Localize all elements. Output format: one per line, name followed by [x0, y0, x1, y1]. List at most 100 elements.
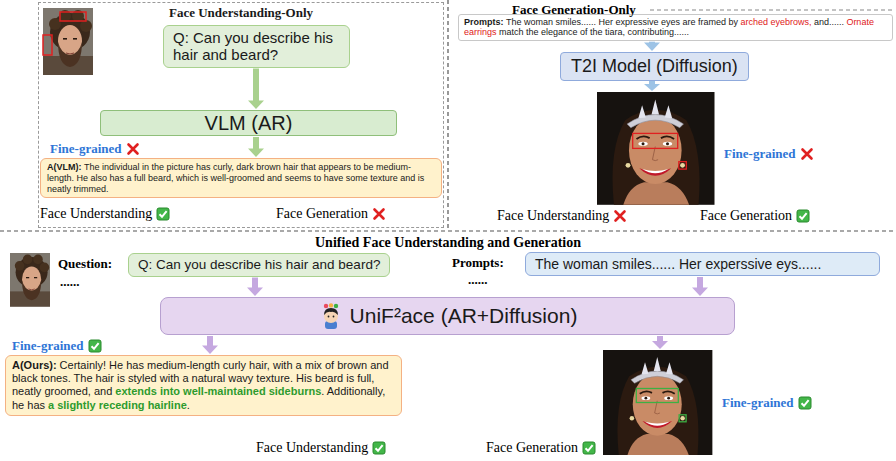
model-box: VLM (AR)	[100, 110, 397, 136]
node-text: The woman smiles...... Her experssive ey…	[535, 256, 870, 272]
arrow-head	[202, 346, 218, 355]
question-box: Q: Can you describe his hair and beard?	[163, 25, 350, 68]
label-text: Face Understanding	[256, 440, 368, 456]
label: Question:	[58, 256, 112, 272]
mascot-dot	[328, 303, 332, 307]
cross-icon	[613, 209, 627, 223]
arrow-shaft	[253, 69, 259, 102]
label: Fine-grained	[724, 146, 814, 162]
mascot-hair	[324, 308, 338, 315]
node-text: a slightly receding hairline	[48, 399, 187, 411]
check-box	[799, 397, 811, 409]
node-text: The woman smiles...... Her expressive ey…	[506, 17, 738, 27]
check-mark	[160, 211, 167, 217]
arrow-head	[248, 149, 264, 158]
flow-arrow	[202, 336, 218, 354]
model-box: T2I Model (Diffusion)	[560, 52, 749, 81]
mascot-eye	[332, 316, 334, 318]
arrow-head	[644, 43, 660, 52]
label: Face Generation-Only	[512, 2, 636, 18]
mascot-eye	[327, 316, 329, 318]
check-box	[583, 442, 595, 454]
label: Fine-grained	[50, 141, 140, 157]
check-icon	[88, 339, 102, 353]
cross-mark	[128, 145, 137, 154]
label: Face Generation	[700, 208, 810, 224]
node-text: A(VLM):	[47, 162, 82, 172]
flow-arrow	[247, 278, 263, 296]
check-icon	[156, 207, 170, 221]
arrow-shaft	[697, 277, 703, 288]
label-text: Face Understanding	[497, 208, 609, 224]
dashed-panel: Face Understanding-Only Q: Can you descri…	[38, 2, 444, 228]
label: Face Generation	[276, 206, 386, 222]
node-text: arched eyebrows,	[740, 17, 811, 27]
mascot-face	[324, 309, 338, 323]
check-mark	[91, 343, 98, 349]
model-box: UniF²ace (AR+Diffusion)	[160, 297, 735, 335]
panel-title: Face Understanding-Only	[39, 3, 443, 21]
check-icon	[582, 441, 596, 455]
cross-icon	[800, 147, 814, 161]
label-text: Unified Face Understanding and Generatio…	[315, 235, 581, 251]
node-text: extends into well-maintained sideburns	[115, 385, 321, 397]
arrow-shaft	[252, 278, 258, 288]
flow-arrow	[692, 277, 708, 296]
label-text: Face Generation	[486, 440, 578, 456]
label: Fine-grained	[12, 338, 102, 354]
check-box	[797, 210, 809, 222]
label: Face Understanding	[497, 208, 627, 224]
check-icon	[796, 209, 810, 223]
cross-mark	[802, 150, 811, 159]
label-text: Fine-grained	[724, 146, 796, 162]
check-mark	[801, 400, 808, 406]
check-icon	[372, 441, 386, 455]
arrow-head	[248, 101, 264, 110]
node-text: and......	[814, 17, 844, 27]
prompt-box: The woman smiles...... Her experssive ey…	[525, 252, 880, 276]
arrow-head	[692, 288, 708, 297]
cross-mark	[375, 210, 384, 219]
label-text: Fine-grained	[50, 141, 122, 157]
text-block: A(Ours):Certainly! He has medium-length …	[12, 359, 395, 412]
check-icon	[798, 396, 812, 410]
node-text: .	[187, 399, 190, 411]
label-text: ......	[468, 272, 488, 288]
label: Face Generation	[486, 440, 596, 456]
flow-arrow	[248, 69, 264, 110]
arrow-shaft	[253, 137, 259, 149]
label-text: Fine-grained	[722, 395, 794, 411]
label: Fine-grained	[722, 395, 812, 411]
label-text: Face Understanding	[40, 206, 152, 222]
label: Unified Face Understanding and Generatio…	[315, 235, 581, 251]
check-box	[157, 208, 169, 220]
question-box: Q: Can you describe his hair and beard?	[128, 253, 390, 277]
node-text: match the elegance of the tiara, contrib…	[499, 27, 689, 37]
text-block: Prompts:The woman smiles...... Her expre…	[464, 17, 887, 38]
cross-mark	[616, 212, 625, 221]
node-text: VLM (AR)	[205, 112, 293, 135]
label: Prompts:	[452, 255, 504, 271]
mascot-dot	[323, 304, 327, 308]
cross-icon	[126, 142, 140, 156]
text-block: A(VLM):The individual in the picture has…	[47, 162, 435, 194]
label-text: Prompts:	[452, 255, 504, 271]
check-mark	[800, 213, 807, 219]
cross-icon	[372, 207, 386, 221]
mascot-icon	[318, 303, 344, 329]
label: Face Understanding	[40, 206, 170, 222]
label-text: ......	[60, 274, 80, 290]
node-text: T2I Model (Diffusion)	[571, 56, 738, 77]
check-mark	[376, 445, 383, 451]
node-text: The individual in the picture has curly,…	[47, 162, 424, 194]
mascot-dot	[333, 304, 337, 308]
arrow-head	[247, 288, 263, 297]
prompt-box: Prompts:The woman smiles...... Her expre…	[458, 14, 893, 41]
flow-arrow	[248, 137, 264, 157]
node-text: UniF²ace (AR+Diffusion)	[350, 304, 578, 328]
label-text: Face Generation	[700, 208, 792, 224]
node-text: Q: Can you describe his hair and beard?	[173, 29, 340, 64]
check-mark	[586, 445, 593, 451]
